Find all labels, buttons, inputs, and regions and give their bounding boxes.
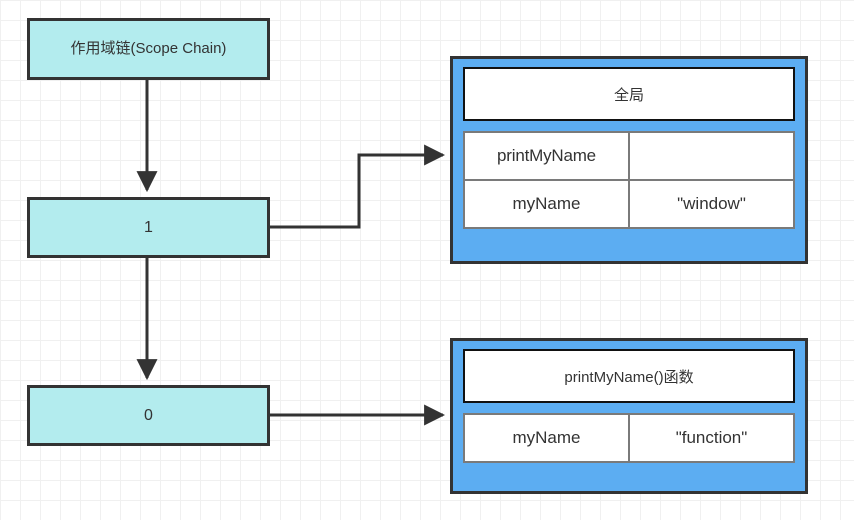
function-context-block[interactable]: printMyName()函数 myName "function" xyxy=(450,338,808,494)
table-row: printMyName xyxy=(463,131,795,181)
function-context-title: printMyName()函数 xyxy=(463,349,795,403)
global-var-value-1: "window" xyxy=(628,179,795,229)
scope-chain-node-1-label: 1 xyxy=(144,218,153,236)
global-context-block[interactable]: 全局 printMyName myName "window" xyxy=(450,56,808,264)
function-var-value-0: "function" xyxy=(628,413,795,463)
connector-one-to-global xyxy=(270,144,446,229)
table-row: myName "function" xyxy=(463,413,795,463)
global-context-title-label: 全局 xyxy=(613,86,644,104)
table-row: myName "window" xyxy=(463,179,795,229)
scope-chain-title-label: 作用域链(Scope Chain) xyxy=(70,40,227,57)
scope-chain-node-0[interactable]: 0 xyxy=(27,385,270,446)
scope-chain-node-0-label: 0 xyxy=(144,406,153,424)
global-var-key-0: printMyName xyxy=(463,131,630,181)
global-context-title: 全局 xyxy=(463,67,795,121)
global-var-key-1: myName xyxy=(463,179,630,229)
global-variable-table: printMyName myName "window" xyxy=(463,131,795,229)
function-context-title-label: printMyName()函数 xyxy=(564,368,694,386)
function-variable-table: myName "function" xyxy=(463,413,795,463)
scope-chain-node-1[interactable]: 1 xyxy=(27,197,270,258)
scope-chain-title-node[interactable]: 作用域链(Scope Chain) xyxy=(27,18,270,80)
function-var-key-0: myName xyxy=(463,413,630,463)
global-var-value-0 xyxy=(628,131,795,181)
